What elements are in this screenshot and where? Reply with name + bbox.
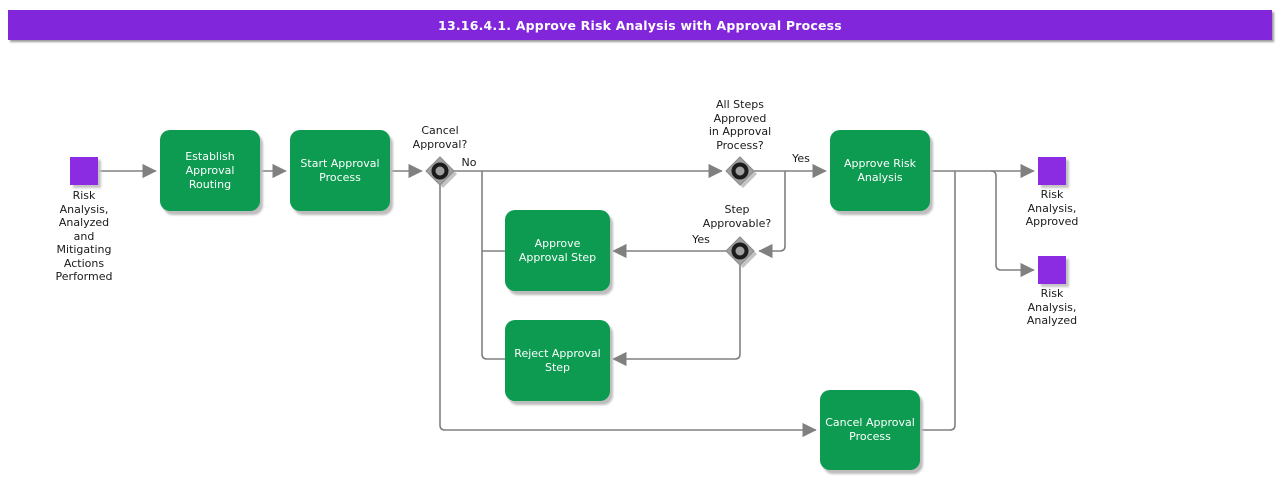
gateway-cancel-approval[interactable]	[425, 156, 457, 188]
diagram-title: 13.16.4.1. Approve Risk Analysis with Ap…	[438, 17, 842, 33]
edge-step-approvable-to-reject-step	[612, 265, 741, 367]
task-establish-approval-routing[interactable]: Establish Approval Routing	[160, 130, 260, 211]
gateway-label-cancel-approval: Cancel Approval?	[412, 124, 468, 151]
diagram-title-bar: 13.16.4.1. Approve Risk Analysis with Ap…	[8, 10, 1272, 40]
edge-reject-step-feedback	[481, 171, 505, 360]
edge-cancel-process-return	[920, 171, 956, 431]
task-reject-approval-step[interactable]: Reject Approval Step	[505, 320, 610, 401]
edge-label-yes-all-steps: Yes	[792, 152, 810, 165]
task-label-reject-approval-step: Reject Approval Step	[514, 346, 601, 374]
end-event-analyzed-square[interactable]	[1038, 256, 1066, 284]
task-label-start-approval-process: Start Approval Process	[300, 156, 380, 184]
task-cancel-approval-process[interactable]: Cancel Approval Process	[820, 390, 920, 470]
edge-branch-to-end-analyzed	[990, 170, 1035, 278]
task-label-establish-approval-routing: Establish Approval Routing	[185, 149, 235, 191]
end-event-approved-label: Risk Analysis, Approved	[1025, 188, 1079, 228]
start-event-square[interactable]	[70, 157, 98, 185]
edge-allsteps-to-step-approvable	[758, 171, 786, 259]
end-event-analyzed-label: Risk Analysis, Analyzed	[1026, 287, 1078, 327]
gateway-step-approvable[interactable]	[725, 236, 757, 268]
task-start-approval-process[interactable]: Start Approval Process	[290, 130, 390, 211]
task-label-cancel-approval-process: Cancel Approval Process	[825, 416, 915, 443]
edge-label-no: No	[461, 156, 477, 169]
gateway-label-step-approvable: Step Approvable?	[702, 203, 772, 230]
task-approve-risk-analysis[interactable]: Approve Risk Analysis	[830, 130, 930, 211]
start-event-label: Risk Analysis, Analyzed and Mitigating A…	[55, 189, 113, 283]
task-label-approve-approval-step: Approve Approval Step	[518, 236, 597, 264]
task-approve-approval-step[interactable]: Approve Approval Step	[505, 210, 610, 291]
edge-cancel-gateway-to-cancel-process	[439, 185, 817, 438]
end-event-approved-square[interactable]	[1038, 157, 1066, 185]
gateway-all-steps-approved[interactable]	[725, 156, 757, 188]
gateway-label-all-steps-approved: All Steps Approved in Approval Process?	[708, 98, 772, 152]
task-label-approve-risk-analysis: Approve Risk Analysis	[843, 156, 917, 184]
edge-label-yes-step-approvable: Yes	[692, 233, 710, 246]
